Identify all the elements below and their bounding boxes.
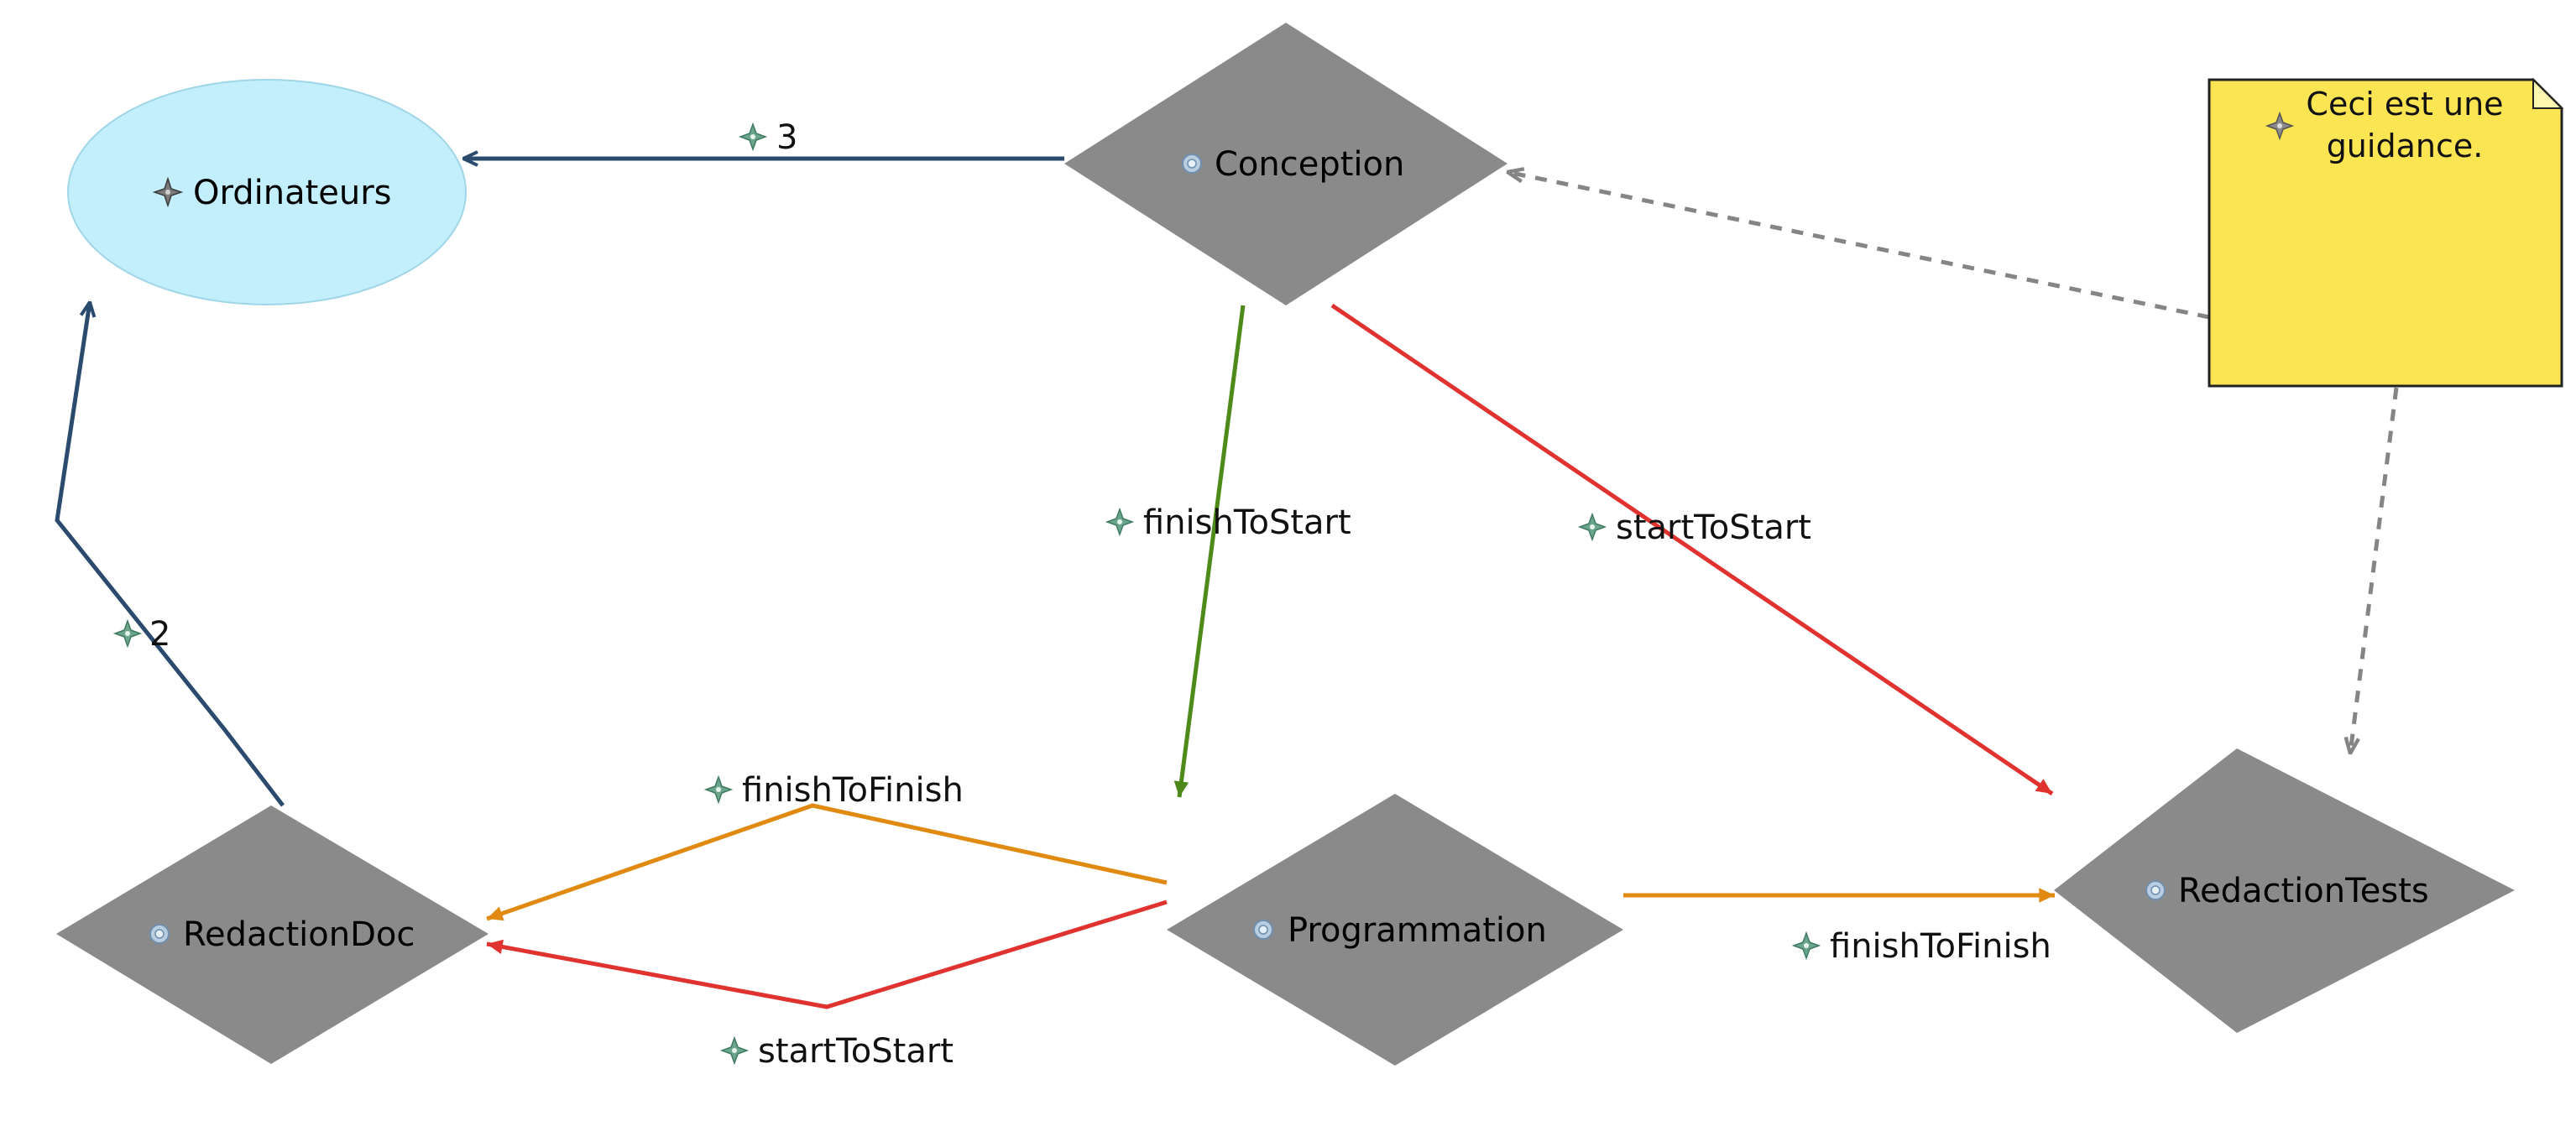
node-label-redaction-tests: RedactionTests bbox=[2178, 872, 2429, 910]
node-conception[interactable]: Conception bbox=[1064, 23, 1507, 305]
relation-star-icon bbox=[1579, 514, 1606, 540]
node-redaction-doc[interactable]: RedactionDoc bbox=[56, 806, 489, 1064]
edge-conception-to-redactiontests[interactable] bbox=[1330, 303, 2054, 796]
node-redaction-tests[interactable]: RedactionTests bbox=[2054, 748, 2515, 1033]
edges-layer bbox=[55, 159, 2399, 1009]
edge-label-text: 3 bbox=[776, 118, 797, 157]
node-programmation[interactable]: Programmation bbox=[1167, 794, 1623, 1066]
edge-label-finish-to-finish-tests[interactable]: finishToFinish bbox=[1793, 927, 2051, 966]
note-body bbox=[2208, 78, 2563, 388]
programmation-diamond bbox=[1167, 794, 1623, 1066]
edge-label-finish-to-finish-doc[interactable]: finishToFinish bbox=[705, 771, 964, 810]
note-line-2: guidance. bbox=[2327, 128, 2484, 164]
note-line-1: Ceci est une bbox=[2306, 86, 2503, 123]
node-ordinateurs[interactable]: Ordinateurs bbox=[67, 79, 467, 305]
edge-note-to-redactiontests[interactable] bbox=[2350, 387, 2399, 753]
ordinateurs-ellipse bbox=[67, 79, 467, 305]
edge-note-to-conception[interactable] bbox=[1507, 172, 2210, 320]
relation-star-icon bbox=[1793, 932, 1820, 959]
edge-label-text: finishToStart bbox=[1143, 503, 1351, 542]
edge-label-text: finishToFinish bbox=[1830, 927, 2051, 966]
edge-label-2[interactable]: 2 bbox=[114, 615, 170, 654]
edge-programmation-to-redactiondoc-start[interactable] bbox=[486, 899, 1168, 1009]
edge-redactiondoc-to-ordinateurs[interactable] bbox=[55, 302, 285, 807]
relation-star-icon bbox=[721, 1037, 748, 1064]
edge-label-start-to-start-doc[interactable]: startToStart bbox=[721, 1032, 954, 1071]
activity-icon bbox=[1182, 154, 1202, 174]
edge-label-text: 2 bbox=[149, 615, 170, 654]
edge-label-3[interactable]: 3 bbox=[739, 118, 797, 157]
node-label-programmation: Programmation bbox=[1288, 911, 1547, 950]
edge-label-text: finishToFinish bbox=[742, 771, 964, 810]
edge-conception-to-programmation[interactable] bbox=[1173, 305, 1246, 798]
relation-star-icon bbox=[739, 123, 766, 150]
relation-star-icon bbox=[705, 776, 732, 803]
edge-label-start-to-start-tests[interactable]: startToStart bbox=[1579, 508, 1811, 547]
note-folded-corner bbox=[2532, 77, 2564, 109]
edge-label-text: startToStart bbox=[1616, 508, 1811, 547]
redaction-tests-diamond bbox=[2054, 748, 2515, 1033]
relation-star-icon bbox=[114, 620, 141, 647]
relation-star-icon bbox=[1106, 508, 1133, 535]
conception-diamond bbox=[1064, 23, 1507, 305]
node-label-conception: Conception bbox=[1215, 145, 1404, 184]
edge-label-text: startToStart bbox=[758, 1032, 954, 1071]
node-label-redaction-doc: RedactionDoc bbox=[183, 915, 415, 954]
edge-label-finish-to-start[interactable]: finishToStart bbox=[1106, 503, 1351, 542]
redaction-doc-diamond bbox=[56, 806, 489, 1064]
guidance-note[interactable]: Ceci est une guidance. bbox=[2208, 77, 2564, 388]
activity-icon bbox=[2145, 880, 2166, 900]
node-label-ordinateurs: Ordinateurs bbox=[193, 174, 392, 212]
activity-icon bbox=[1253, 920, 1273, 940]
edge-programmation-to-redactiondoc-finish[interactable] bbox=[486, 803, 1168, 921]
activity-icon bbox=[149, 924, 170, 944]
